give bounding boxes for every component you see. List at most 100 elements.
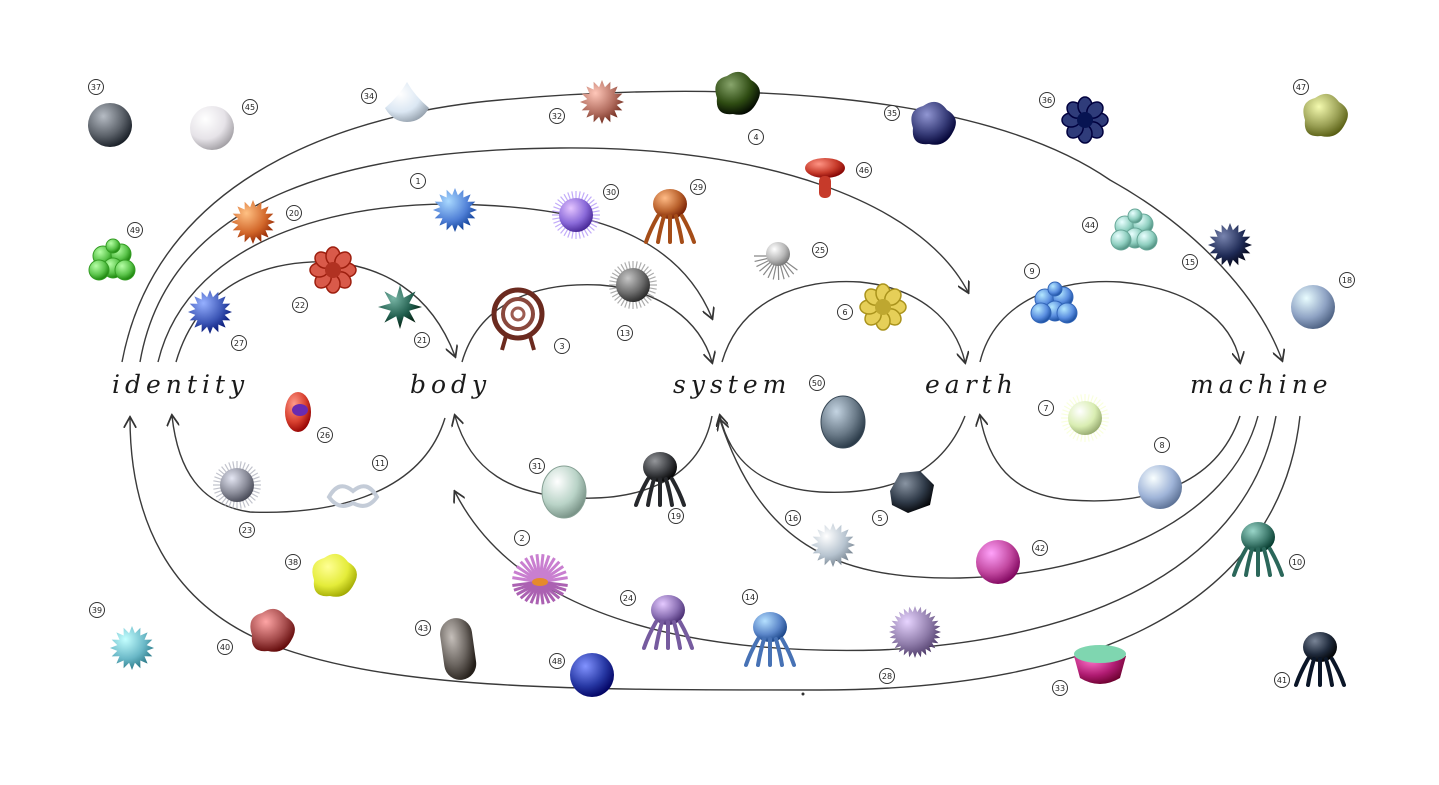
creature-29: 29 [644,179,706,244]
creature-37-number: 37 [88,79,104,95]
creature-44: 44 [1082,208,1158,251]
creature-9-number-text: 9 [1029,267,1034,276]
creature-27-body [188,290,232,334]
creature-31-number-text: 31 [532,462,542,471]
creature-37-body [88,103,132,147]
creature-38-number: 38 [285,554,301,570]
creature-10-number-text: 10 [1292,558,1302,567]
creature-50-body [820,395,866,449]
creature-40-number: 40 [217,639,233,655]
creature-1-number-text: 1 [415,177,420,186]
creature-3-body [491,287,545,341]
creature-14-body [753,612,787,642]
creature-35-body [911,101,956,145]
creature-15: 15 [1182,223,1252,270]
creature-34: 34 [361,82,429,122]
creature-48-number-text: 48 [552,657,562,666]
creature-26-number: 26 [317,427,333,443]
creature-8-number: 8 [1154,437,1170,453]
creature-23-number-text: 23 [242,526,252,535]
creature-42: 42 [976,540,1048,584]
creature-21-number-text: 21 [417,336,427,345]
creature-39-number-text: 39 [92,606,102,615]
creature-28-number: 28 [879,668,895,684]
concept-identity: identity [112,370,249,399]
creature-43-body [440,618,477,680]
creature-33: 33 [1052,645,1126,696]
creature-38-body [312,553,357,597]
creature-9: 9 [1024,263,1078,324]
creature-49-part [105,238,121,254]
creature-47-number: 47 [1293,79,1309,95]
creature-3-number: 3 [554,338,570,354]
creature-6-number-text: 6 [842,308,847,317]
creature-5-number: 5 [872,510,888,526]
creature-18-body [1291,285,1335,329]
creature-3-number-text: 3 [559,342,564,351]
creature-27: 27 [188,290,247,351]
creature-39: 39 [89,602,154,670]
creature-37-number-text: 37 [91,83,101,92]
creature-27-number-text: 27 [234,339,244,348]
creature-43: 43 [415,618,477,680]
creature-8: 8 [1138,437,1182,509]
creature-19-number-text: 19 [671,512,681,521]
creature-26-number-text: 26 [320,431,330,440]
creature-9-part [1030,302,1052,324]
creature-46-number-text: 46 [859,166,869,175]
creature-41-body [1303,632,1337,662]
creature-35: 35 [884,101,956,145]
creature-11-body [326,484,380,508]
creature-24: 24 [620,590,694,650]
creature-22: 22 [292,246,357,313]
creature-21-number: 21 [414,332,430,348]
creature-45: 45 [190,99,258,150]
creature-46: 46 [805,158,872,198]
creature-41-number-text: 41 [1277,676,1287,685]
creature-34-number-text: 34 [364,92,374,101]
creature-35-number-text: 35 [887,109,897,118]
creature-14-number-text: 14 [745,593,755,602]
creature-7-number-text: 7 [1043,404,1048,413]
creature-42-body [976,540,1020,584]
creature-49: 49 [88,222,143,281]
creature-47-number-text: 47 [1296,83,1306,92]
creature-50-number-text: 50 [812,379,822,388]
curve-body-to-system [461,283,712,362]
creature-13: 13 [609,261,657,341]
creature-collection: 1234567891011131415161819202122232425262… [88,71,1355,697]
creature-34-number: 34 [361,88,377,104]
creature-37: 37 [88,79,132,147]
creature-4: 4 [715,71,764,145]
creature-24-number: 24 [620,590,636,606]
creature-20-number-text: 20 [289,209,299,218]
creature-39-number: 39 [89,602,105,618]
creature-40-body [250,608,295,652]
creature-2-number: 2 [514,530,530,546]
creature-48-body [570,653,614,697]
creature-2: 2 [512,530,568,605]
creature-22-number-text: 22 [295,301,305,310]
creature-4-body [715,71,760,115]
creature-4-number-text: 4 [753,133,758,142]
creature-45-number-text: 45 [245,103,255,112]
creature-45-number: 45 [242,99,258,115]
creature-21: 21 [378,285,430,348]
creature-6-body [875,299,891,315]
creature-7-body [1068,401,1102,435]
creature-3: 3 [491,287,570,354]
curve-earth-to-system [720,416,966,494]
creature-13-number: 13 [617,325,633,341]
curve-machine-to-identity [130,416,1301,691]
creature-19: 19 [634,452,686,524]
creature-47: 47 [1293,79,1348,137]
creature-10-number: 10 [1289,554,1305,570]
concept-earth: earth [925,370,1018,399]
creature-8-body [1138,465,1182,509]
creature-28-body [889,606,941,658]
creature-30-number-text: 30 [606,188,616,197]
creature-25-body [766,242,790,266]
creature-29-body [653,189,687,219]
creature-41: 41 [1274,632,1346,688]
creature-46-body [805,158,845,178]
